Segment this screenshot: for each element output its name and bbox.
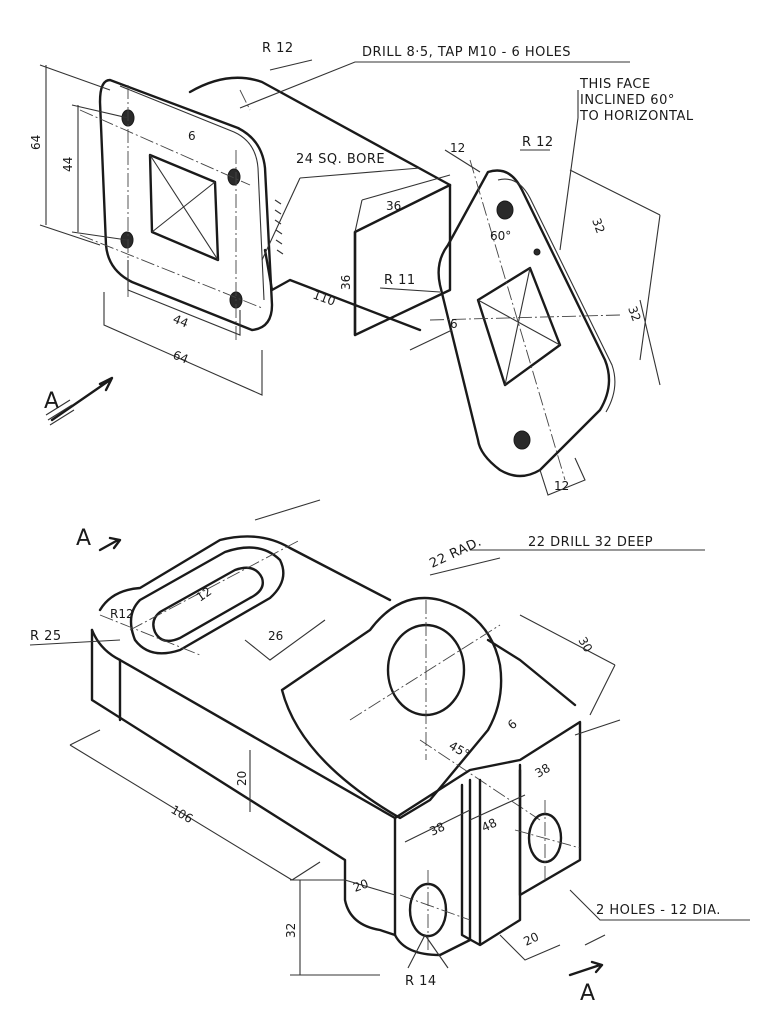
note-r11: R 11 (384, 273, 416, 288)
view-arrow-a-lower-top (98, 536, 122, 552)
note-r12-right: R 12 (522, 135, 554, 150)
note-22-rad: 22 RAD. (427, 534, 484, 571)
inclined-hole-top (496, 200, 514, 220)
view-letter-a-upper: A (44, 389, 59, 414)
note-r25: R 25 (30, 629, 62, 644)
dim-44-bottom: 44 (171, 312, 190, 331)
lower-block-drawing (29, 499, 750, 977)
view-letter-a-lower-bottom: A (580, 981, 595, 1006)
view-letter-a-lower-top: A (76, 526, 91, 551)
dim-64-left: 64 (29, 135, 43, 150)
top-slot-outer (129, 546, 285, 655)
top-slot-inner (152, 566, 264, 643)
dim-12-top: 12 (450, 141, 465, 155)
note-2-holes: 2 HOLES - 12 DIA. (596, 903, 721, 918)
inclined-face-outline (437, 169, 611, 478)
labels-upper: R 12 DRILL 8·5, TAP M10 - 6 HOLES THIS F… (29, 41, 694, 493)
dim-45: 45° (447, 738, 472, 761)
dim-20-mid: 20 (235, 771, 249, 786)
right-block-top (393, 720, 582, 897)
dim-6: 6 (505, 717, 520, 733)
dim-44-left: 44 (61, 157, 75, 172)
left-flange-outline (98, 78, 274, 332)
base-top-face (98, 535, 392, 612)
flange-hole-2 (227, 168, 241, 186)
lug-outline (280, 596, 503, 820)
dim-48: 48 (479, 816, 499, 835)
view-arrow-a-upper (50, 376, 114, 422)
dim-32-upper: 32 (589, 216, 607, 235)
dim-110: 110 (311, 288, 337, 309)
arm-top (188, 76, 452, 187)
labels-lower: 22 RAD. 22 DRILL 32 DEEP R12 R 25 2 HOLE… (30, 526, 721, 1006)
front-block (393, 778, 472, 957)
dim-30: 30 (575, 635, 595, 655)
note-face-line1: THIS FACE (579, 77, 651, 92)
dim-32-lower: 32 (625, 304, 643, 323)
arm-box (353, 183, 452, 337)
dim-106: 106 (169, 802, 196, 826)
dim-20-front: 20 (351, 876, 370, 894)
dim-20-bottom: 20 (521, 930, 541, 949)
dim-36-mid: 36 (339, 275, 353, 290)
dim-12-bottom: 12 (554, 479, 569, 493)
dim-36-top: 36 (386, 199, 401, 213)
note-r14: R 14 (405, 974, 437, 989)
dim-38-front: 38 (427, 820, 447, 839)
inclined-hole-bottom (513, 430, 531, 450)
dim-6-right: 6 (450, 317, 458, 331)
dim-32: 32 (284, 923, 298, 938)
base-front-edge (90, 628, 397, 937)
note-r12: R12 (110, 607, 134, 621)
upper-bracket-drawing (39, 59, 661, 496)
dim-38-right: 38 (533, 761, 553, 781)
inclined-square-bore (476, 266, 562, 387)
view-arrow-a-lower-bottom (568, 960, 604, 977)
note-22-drill: 22 DRILL 32 DEEP (528, 535, 653, 550)
dim-26: 26 (268, 629, 283, 643)
dim-60deg: 60° (490, 229, 511, 243)
dim-6-top: 6 (188, 129, 196, 143)
note-bore: 24 SQ. BORE (296, 152, 385, 167)
left-flange-inner (119, 85, 265, 301)
note-face-line2: INCLINED 60° (580, 93, 675, 108)
note-drill: DRILL 8·5, TAP M10 - 6 HOLES (362, 45, 571, 60)
note-r12-top: R 12 (262, 41, 294, 56)
rib (460, 768, 522, 947)
note-face-line3: TO HORIZONTAL (579, 109, 694, 124)
dim-64-bottom: 64 (171, 348, 190, 367)
